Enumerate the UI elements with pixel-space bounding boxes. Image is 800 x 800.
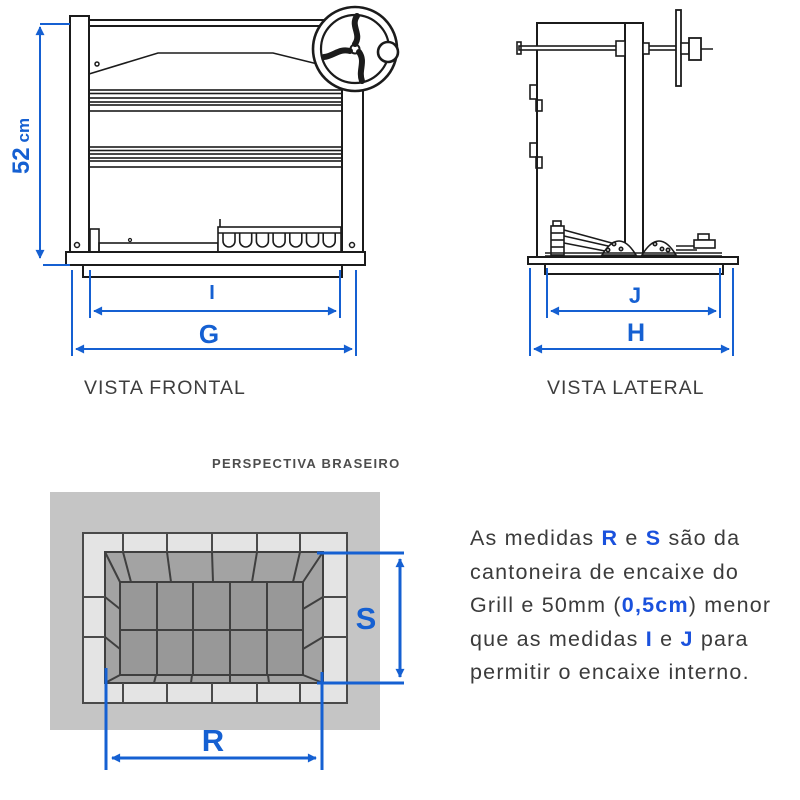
front-view-caption: VISTA FRONTAL [84,377,246,399]
side-view-dimensions [529,268,734,356]
handwheel-icon [311,5,400,93]
front-view-dimensions [35,23,357,356]
front-outer-width-label: G [198,319,220,349]
height-dimension-label: 52 cm [8,115,36,177]
side-view-drawing [516,9,739,275]
front-inner-width-label: I [209,282,215,304]
braseiro-drawing [50,492,380,730]
braseiro-depth-label: S [355,601,377,636]
height-unit: cm [14,117,33,143]
braseiro-dimensions [104,551,405,770]
side-inner-depth-label: J [628,283,642,308]
side-outer-depth-label: H [626,319,646,347]
braseiro-title: PERSPECTIVA BRASEIRO [212,456,401,471]
side-view-caption: VISTA LATERAL [547,377,705,399]
front-view-drawing [65,5,400,278]
height-value: 52 [8,147,35,175]
braseiro-width-label: R [201,723,225,758]
skewer-rack [217,219,342,253]
